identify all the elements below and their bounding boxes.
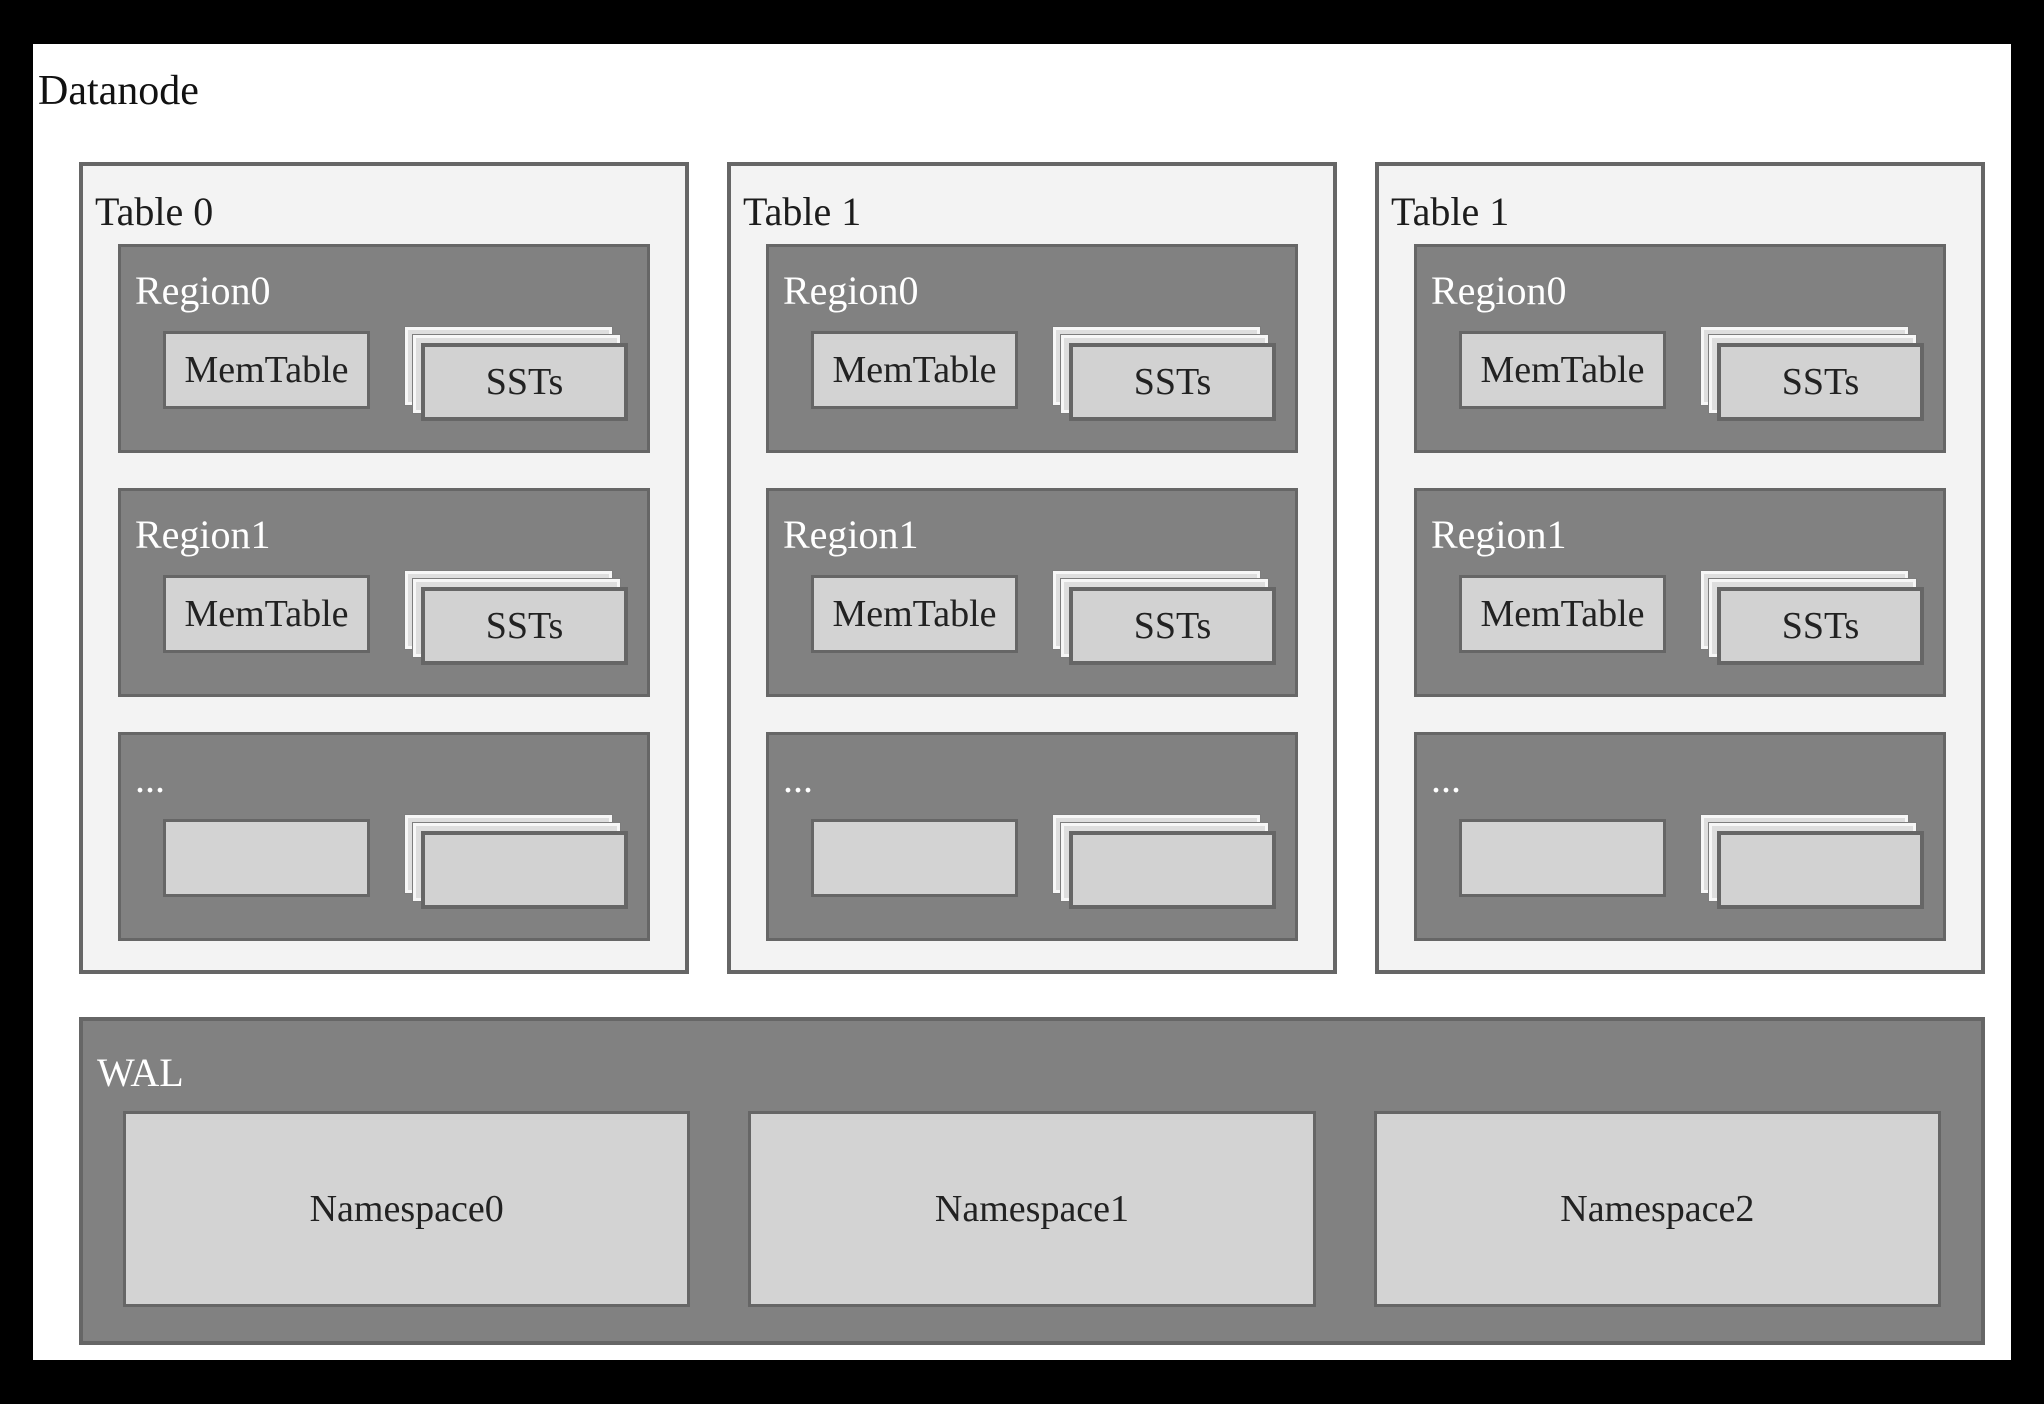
region-label: Region0 bbox=[783, 268, 919, 313]
sst-front-box: SSTs bbox=[421, 343, 628, 421]
sst-stack: SSTs bbox=[405, 571, 628, 665]
sst-stack: SSTs bbox=[1701, 571, 1924, 665]
region-label: Region0 bbox=[135, 268, 271, 313]
region-box: ... bbox=[1414, 732, 1946, 941]
region-box: Region0 MemTable SSTs bbox=[118, 244, 650, 453]
sst-front-box: SSTs bbox=[1717, 343, 1924, 421]
page-title: Datanode bbox=[38, 68, 199, 114]
region-label: ... bbox=[783, 756, 813, 801]
memtable-placeholder-box bbox=[1459, 819, 1666, 897]
namespace-box: Namespace1 bbox=[748, 1111, 1316, 1307]
region-label: Region0 bbox=[1431, 268, 1567, 313]
table-label: Table 0 bbox=[95, 189, 214, 234]
sst-placeholder-box bbox=[1069, 831, 1276, 909]
memtable-box: MemTable bbox=[163, 331, 370, 409]
sst-stack: SSTs bbox=[405, 327, 628, 421]
namespace-row: Namespace0 Namespace1 Namespace2 bbox=[123, 1111, 1941, 1307]
memtable-box: MemTable bbox=[811, 575, 1018, 653]
sst-stack bbox=[405, 815, 628, 909]
region-list: Region0 MemTable SSTs Region1 MemTable S… bbox=[118, 244, 650, 941]
table-label: Table 1 bbox=[743, 189, 862, 234]
sst-front-box: SSTs bbox=[1069, 343, 1276, 421]
sst-stack bbox=[1701, 815, 1924, 909]
region-box: Region0 MemTable SSTs bbox=[1414, 244, 1946, 453]
region-list: Region0 MemTable SSTs Region1 MemTable S… bbox=[766, 244, 1298, 941]
sst-stack: SSTs bbox=[1053, 327, 1276, 421]
region-box: Region1 MemTable SSTs bbox=[1414, 488, 1946, 697]
namespace-box: Namespace0 bbox=[123, 1111, 691, 1307]
namespace-box: Namespace2 bbox=[1373, 1111, 1941, 1307]
sst-stack: SSTs bbox=[1701, 327, 1924, 421]
region-label: Region1 bbox=[783, 512, 919, 557]
wal-label: WAL bbox=[97, 1050, 184, 1095]
memtable-box: MemTable bbox=[1459, 331, 1666, 409]
sst-front-box: SSTs bbox=[421, 587, 628, 665]
sst-placeholder-box bbox=[1717, 831, 1924, 909]
region-label: ... bbox=[135, 756, 165, 801]
region-label: Region1 bbox=[135, 512, 271, 557]
region-label: Region1 bbox=[1431, 512, 1567, 557]
datanode-page: Datanode Table 0 Region0 MemTable SSTs R… bbox=[33, 44, 2011, 1360]
tables-row: Table 0 Region0 MemTable SSTs Region1 Me… bbox=[79, 162, 1985, 974]
region-box: ... bbox=[766, 732, 1298, 941]
sst-front-box: SSTs bbox=[1069, 587, 1276, 665]
memtable-box: MemTable bbox=[811, 331, 1018, 409]
region-box: ... bbox=[118, 732, 650, 941]
memtable-box: MemTable bbox=[1459, 575, 1666, 653]
region-label: ... bbox=[1431, 756, 1461, 801]
memtable-box: MemTable bbox=[163, 575, 370, 653]
table-panel-2: Table 1 Region0 MemTable SSTs Region1 Me… bbox=[1375, 162, 1985, 974]
sst-stack: SSTs bbox=[1053, 571, 1276, 665]
sst-placeholder-box bbox=[421, 831, 628, 909]
memtable-placeholder-box bbox=[811, 819, 1018, 897]
wal-box: WAL Namespace0 Namespace1 Namespace2 bbox=[79, 1017, 1985, 1345]
table-label: Table 1 bbox=[1391, 189, 1510, 234]
memtable-placeholder-box bbox=[163, 819, 370, 897]
sst-stack bbox=[1053, 815, 1276, 909]
region-box: Region1 MemTable SSTs bbox=[766, 488, 1298, 697]
table-panel-0: Table 0 Region0 MemTable SSTs Region1 Me… bbox=[79, 162, 689, 974]
region-box: Region0 MemTable SSTs bbox=[766, 244, 1298, 453]
table-panel-1: Table 1 Region0 MemTable SSTs Region1 Me… bbox=[727, 162, 1337, 974]
region-list: Region0 MemTable SSTs Region1 MemTable S… bbox=[1414, 244, 1946, 941]
region-box: Region1 MemTable SSTs bbox=[118, 488, 650, 697]
sst-front-box: SSTs bbox=[1717, 587, 1924, 665]
